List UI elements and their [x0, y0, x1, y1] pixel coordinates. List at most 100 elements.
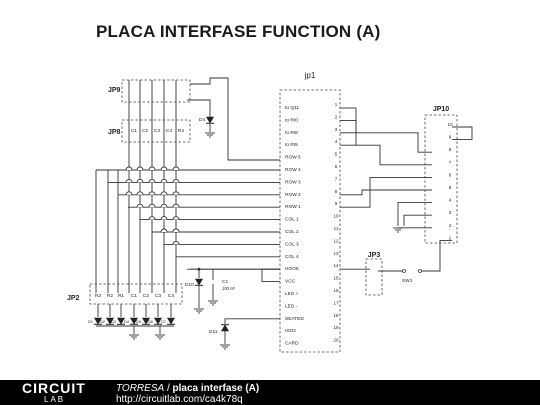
logo-line2: LAB [44, 395, 66, 404]
jp1-pin-number: 4 [335, 139, 338, 144]
jp2-diode-label: D2 [100, 320, 105, 324]
jp8-pin-label: R4 [178, 128, 184, 134]
jp10-pin-number: 9 [449, 135, 452, 140]
wire [452, 126, 473, 141]
jp1-pin-label: LED + [285, 291, 299, 297]
jp1-pin-label: ROW 1 [285, 204, 301, 210]
jp1-pin-number: 13 [333, 251, 339, 256]
wire-crossover [160, 216, 168, 220]
jp2-pin-label: R3 [95, 293, 101, 299]
ground-symbol [194, 308, 204, 314]
wire-crossover [172, 203, 180, 208]
project-url[interactable]: http://circuitlab.com/ca4k78q [116, 394, 243, 405]
wire [224, 318, 280, 324]
jp1-pin-number: 16 [333, 288, 339, 293]
circuitlab-logo[interactable]: CIRCUIT LAB [22, 381, 92, 405]
jp1-pin-number: 15 [333, 276, 339, 281]
jp2-pin-label: C4 [168, 293, 174, 299]
jp10-pin-number: 7 [449, 160, 452, 165]
wire-crossover [172, 216, 180, 220]
c1-label: C1 [222, 279, 228, 285]
jp9-title: JP9 [108, 87, 121, 94]
jp1-pin-number: 19 [333, 325, 339, 330]
jp1-pin-number: 10 [333, 214, 339, 219]
connector-jp9 [121, 79, 191, 103]
jp1-pin-number: 12 [333, 238, 339, 243]
jp2-pin-label: R2 [107, 293, 113, 299]
jp1-pin-label: CARD [285, 341, 299, 347]
diode-d4 [205, 116, 215, 124]
wire [356, 132, 432, 153]
author-link[interactable]: TORRESA [116, 383, 165, 394]
jp1-pin-label: COL 3 [285, 241, 299, 247]
connector-jp1 [279, 89, 341, 353]
wire-crossover [160, 203, 168, 208]
jp1-pin-label: ISO2 [285, 328, 296, 334]
wire-crossover [136, 166, 144, 171]
jp2-diode-label: D7 [161, 320, 166, 324]
wire-crossover [125, 166, 133, 171]
wire [421, 239, 452, 272]
wire-crossover [172, 228, 180, 233]
byline-separator: / [164, 383, 173, 394]
wire [261, 268, 280, 283]
switch-contact [402, 269, 406, 273]
wire [397, 202, 432, 226]
sw1-label: SW1 [402, 278, 413, 284]
wire-crossover [172, 179, 180, 183]
connector-jp2 [89, 283, 183, 305]
jp2-diode-label: D6 [148, 320, 153, 324]
wire [340, 119, 357, 133]
jp10-pin-number: 4 [449, 198, 452, 203]
wire-crossover [125, 191, 133, 195]
diode-d7 [166, 317, 176, 325]
wire-crossover [125, 179, 133, 183]
jp1-pin-label: ROW 5 [285, 155, 301, 161]
connector-jp10 [424, 114, 458, 244]
footer-bar: CIRCUIT LAB TORRESA / placa interfase (A… [0, 380, 540, 405]
jp2-title: JP2 [67, 295, 80, 302]
wire-crossover [148, 166, 156, 171]
jp8-pin-label: C1 [131, 128, 137, 134]
jp1-pin-number: 2 [335, 114, 338, 119]
wire-crossover [172, 166, 180, 171]
byline: TORRESA / placa interfase (A) [116, 383, 259, 394]
wire-crossover [160, 179, 168, 183]
c1-value: 100 nF [222, 286, 235, 291]
jp10-pin-number: 2 [449, 223, 452, 228]
jp8-pin-label: C4 [166, 128, 172, 134]
jp10-pin-number: 3 [449, 210, 452, 215]
switch-contact [418, 269, 422, 273]
jp2-pin-label: C2 [143, 293, 149, 299]
connector-jp3 [365, 258, 383, 296]
jp10-pin-number: 6 [449, 172, 452, 177]
wire-crossover [172, 191, 180, 195]
jp1-pin-label: COL 4 [285, 254, 299, 260]
components [89, 79, 458, 353]
jp1-pin-label: HOOK [285, 266, 300, 272]
jp2-diode-label: D3 [111, 320, 116, 324]
jp1-pin-number: 5 [335, 152, 338, 157]
jp1-pin-label: COL 2 [285, 229, 299, 235]
diode-d6 [153, 317, 163, 325]
diode-d5 [141, 317, 151, 325]
logo-line1: CIRCUIT [22, 380, 86, 396]
wire [190, 77, 280, 161]
jp8-pin-label: C3 [154, 128, 160, 134]
jp1-pin-number: 1 [335, 102, 338, 107]
project-name: placa interfase (A) [172, 383, 260, 394]
jp1-pin-number: 17 [333, 300, 339, 305]
jp1-pin-number: 7 [335, 176, 338, 181]
ground-symbol [220, 344, 230, 350]
diode-d2 [105, 317, 115, 325]
wire [340, 176, 432, 208]
jp1-pin-number: 9 [335, 201, 338, 206]
jp10-title: JP10 [433, 106, 449, 113]
ground-symbol [155, 334, 165, 340]
jp1-pin-number: 3 [335, 127, 338, 132]
wire-crossover [160, 228, 168, 233]
jp1-pin-number: 8 [335, 189, 338, 194]
jp1-pin-label: ROW 3 [285, 179, 301, 185]
jp1-pin-number: 6 [335, 164, 338, 169]
switch-lever [405, 267, 419, 271]
